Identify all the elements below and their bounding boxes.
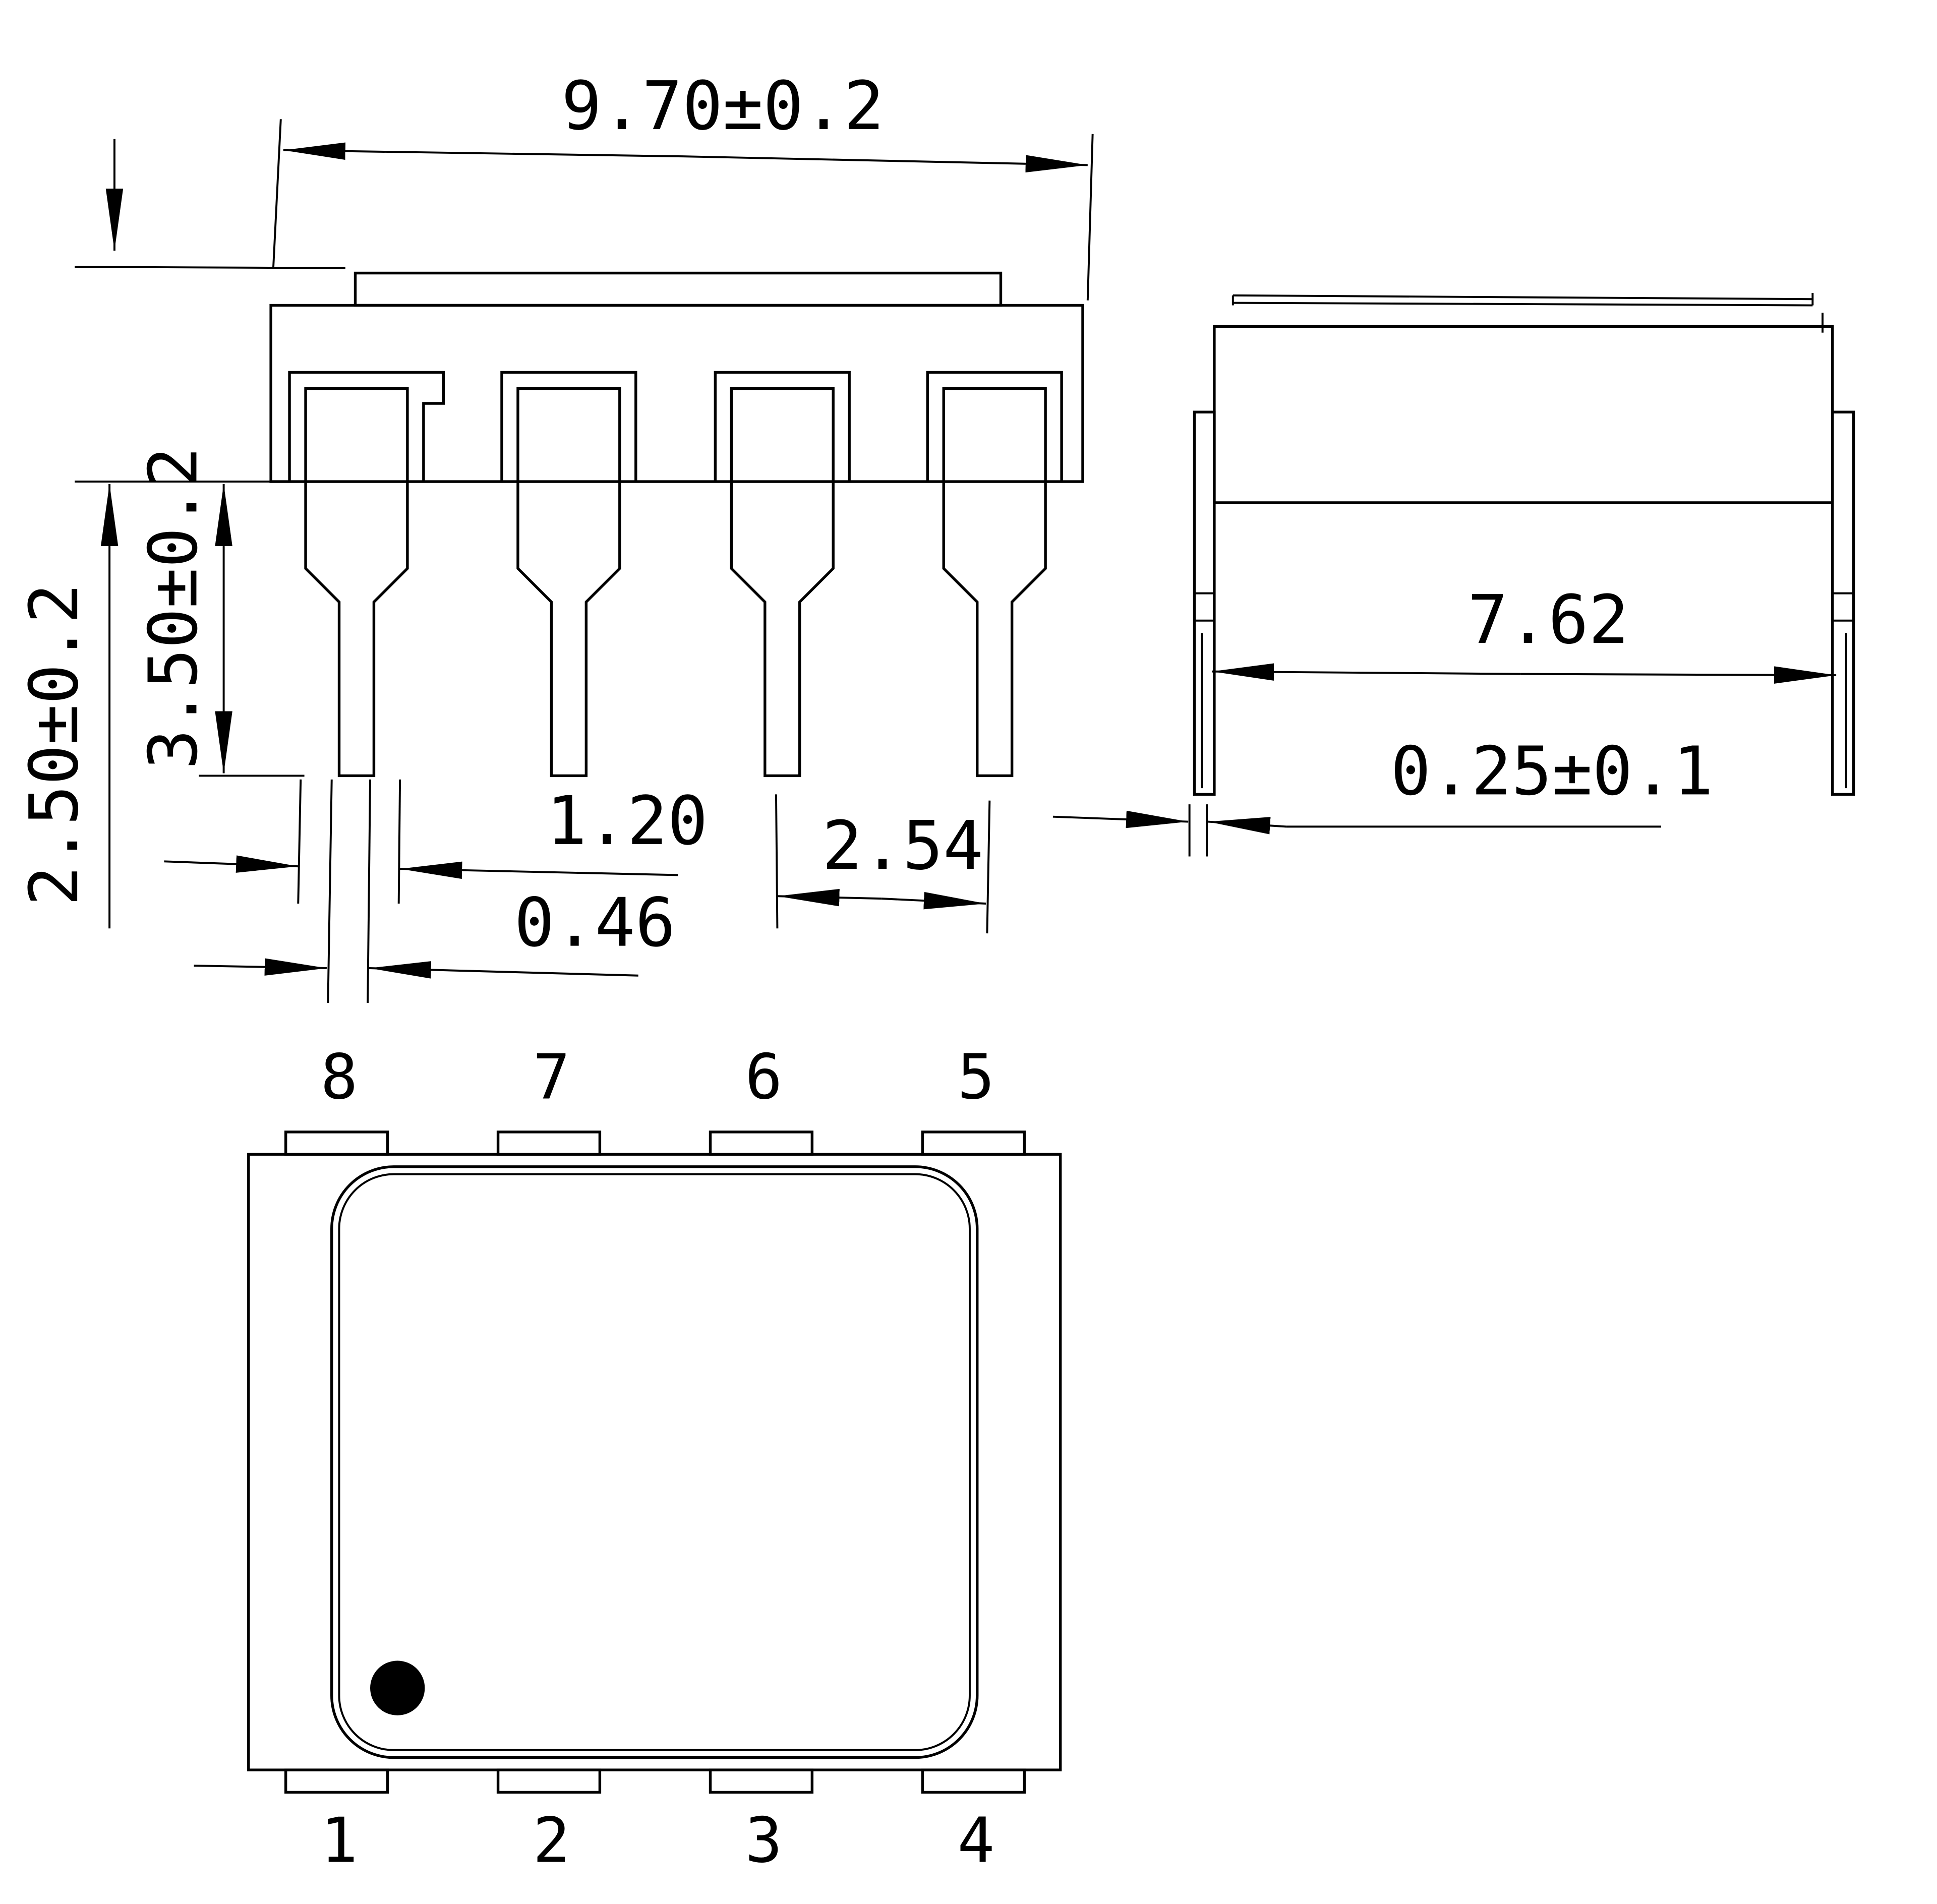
pin-number: 2 [533, 1805, 570, 1877]
front-top-cap [354, 271, 1003, 307]
dim-row-spacing: 7.62 [1211, 581, 1837, 684]
top-recess-outer [330, 1165, 979, 1759]
dim-overall-length: 9.70±0.2 [272, 68, 1094, 301]
side-lead-right [1831, 410, 1855, 796]
dim-label: 3.50±0.2 [135, 447, 212, 769]
pin1-marker-dot-icon [370, 1660, 425, 1715]
pin-number: 8 [321, 1041, 358, 1113]
dim-lead-length: 3.50±0.2 [75, 447, 305, 777]
side-view [1193, 292, 1855, 796]
dim-label: 9.70±0.2 [561, 68, 884, 145]
pin-tab-top [709, 1130, 814, 1156]
side-lead-left [1193, 410, 1216, 796]
pin-tab-top [921, 1130, 1026, 1156]
pin-tab-top [284, 1130, 389, 1156]
dim-label: 0.25±0.1 [1390, 733, 1713, 810]
lead-3 [714, 371, 851, 778]
pin-number: 6 [745, 1041, 782, 1113]
dim-pitch: 2.54 [775, 794, 991, 934]
front-body [269, 304, 1084, 483]
lead-2 [500, 371, 637, 778]
dim-lead-width-upper: 1.20 [164, 779, 708, 904]
pin-tab-bottom [709, 1768, 814, 1794]
dim-label: 1.20 [547, 783, 708, 860]
dim-seating-height: 2.50±0.2 [16, 484, 119, 929]
dim-label: 2.54 [822, 807, 983, 885]
dim-label: 0.46 [514, 884, 676, 962]
pin-tab-bottom [284, 1768, 389, 1794]
dim-lead-thickness: 0.25±0.1 [1052, 733, 1714, 857]
pin-number: 5 [957, 1041, 994, 1113]
top-recess-inner [338, 1173, 971, 1751]
pin-tab-bottom [921, 1768, 1026, 1794]
pin-number: 7 [533, 1041, 570, 1113]
dim-lead-width-lower: 0.46 [194, 779, 676, 1003]
pin-number: 3 [745, 1805, 782, 1877]
front-view [269, 271, 1084, 778]
dim-label: 7.62 [1468, 581, 1629, 659]
top-view: 8 1 7 2 6 3 5 4 [247, 1041, 1062, 1877]
pin-tab-bottom [496, 1768, 602, 1794]
pin-number: 4 [957, 1805, 994, 1877]
dim-cap-offset [75, 139, 345, 269]
pin-number: 1 [321, 1805, 358, 1877]
lead-1 [288, 371, 445, 778]
pin-tab-top [496, 1130, 602, 1156]
side-body [1213, 325, 1834, 504]
dim-label: 2.50±0.2 [16, 583, 93, 906]
lead-4 [926, 371, 1063, 778]
top-body [247, 1153, 1062, 1771]
